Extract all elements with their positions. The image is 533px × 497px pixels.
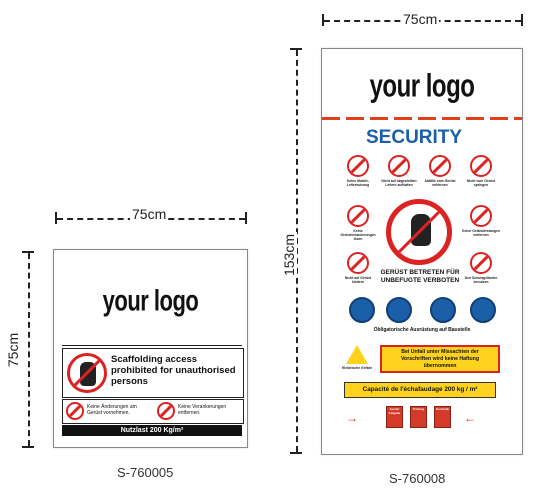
left-notes-box: Keine Änderungen am Gerüst vornehmen. Ke… [62, 399, 244, 424]
dim-width-label: 75cm [401, 11, 440, 27]
prohibition-sign-icon [347, 252, 369, 274]
dim-cap-right [245, 212, 247, 224]
left-sign-panel: your logo Scaffolding access prohibited … [53, 249, 248, 448]
ear-protection-icon [386, 297, 412, 323]
prohibition-sign-icon [157, 402, 175, 420]
safety-boots-icon [470, 297, 496, 323]
prohibition-sign-icon [470, 155, 492, 177]
side-right-bottom: Den Schutzgeländer benutzen [464, 276, 498, 284]
main-warning: GERÜST BETRETEN FÜR UNBEFUGTE VERBOTEN [380, 269, 460, 284]
left-load-bar: Nutzlast 200 Kg/m² [62, 425, 242, 436]
bottom-box-1: Gerüst freigabe [386, 406, 403, 428]
left-warning-text: Scaffolding access prohibited for unauth… [111, 354, 236, 387]
red-dash-band [322, 117, 522, 120]
right-logo: your logo [369, 68, 475, 105]
prohibition-sign-icon [429, 155, 451, 177]
prohibition-sign-icon [386, 199, 452, 265]
dim-cap-left [55, 212, 57, 224]
arrow-right-icon: → [346, 411, 358, 425]
hard-hat-icon [349, 297, 375, 323]
side-right-top: Keine Geländerstangen entfernen [462, 229, 500, 237]
dim-cap-bottom [22, 446, 34, 448]
dim-height-label: 75cm [5, 330, 22, 370]
dim-cap-top [290, 48, 302, 50]
security-title: SECURITY [366, 127, 463, 148]
left-divider [62, 345, 242, 346]
side-left-bottom: Nicht auf Gerüst klettern [344, 276, 372, 284]
dim-cap-right [521, 14, 523, 26]
prohibition-sign-icon [67, 353, 107, 393]
prohibition-sign-icon [470, 205, 492, 227]
right-sign-panel: your logo SECURITY Keine Mobile-Leiternu… [321, 48, 523, 455]
dim-cap-top [22, 251, 34, 253]
liability-box: Bei Unfall unter Missachten der Vorschri… [380, 345, 500, 373]
arrow-left-icon: ← [464, 411, 476, 425]
row1-label-2: Nicht auf abgestellten Leitern aufhalten [381, 179, 417, 187]
dim-width-label: 75cm [130, 206, 169, 222]
dim-cap-bottom [290, 452, 302, 454]
row1-label-1: Keine Mobile-Leiternutzung [346, 179, 370, 187]
right-product-code: S-760008 [389, 471, 446, 486]
capacity-bar: Capacité de l'échafaudage 200 kg / m² [344, 382, 496, 398]
left-note2: Keine Verankerungen entfernen. [178, 404, 227, 416]
prohibition-sign-icon [347, 155, 369, 177]
dim-line-height [28, 253, 30, 446]
hazard-small-label: Elektrische Gefahr [342, 366, 372, 370]
electric-hazard-icon [346, 345, 368, 364]
ppe-label: Obligatorische Ausrüstung auf Baustelle [373, 327, 471, 333]
left-logo: your logo [102, 283, 199, 318]
row1-label-4: Nicht vom Gerüst springen [466, 179, 496, 187]
prohibition-sign-icon [66, 402, 84, 420]
stop-hand-icon [80, 362, 96, 386]
prohibition-sign-icon [388, 155, 410, 177]
bottom-box-3: Kontrolle [434, 406, 451, 428]
left-product-code: S-760005 [117, 465, 174, 480]
left-note1: Keine Änderungen am Gerüst vornehmen. [87, 404, 137, 416]
prohibition-sign-icon [347, 205, 369, 227]
prohibition-sign-icon [470, 252, 492, 274]
left-warning-box: Scaffolding access prohibited for unauth… [62, 348, 244, 398]
gloves-icon [430, 297, 456, 323]
dim-cap-left [322, 14, 324, 26]
row1-label-3: Abfälle vom Gerüst entfernen [424, 179, 456, 187]
dim-height-label: 153cm [281, 231, 298, 279]
stop-hand-icon [411, 214, 431, 246]
bottom-box-2: Prüfung [410, 406, 427, 428]
side-left-top: Keine Gerüstverankerungen lösen [340, 229, 376, 241]
